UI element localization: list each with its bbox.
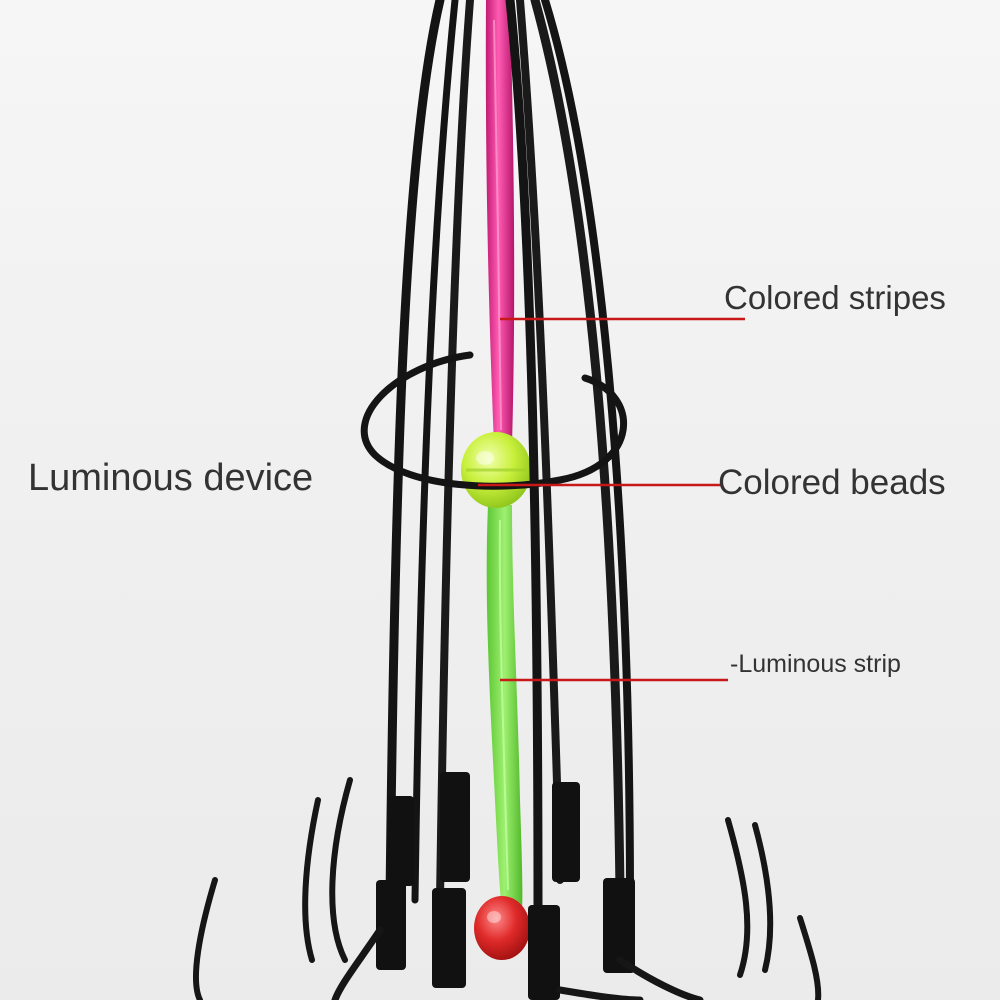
wire-arms-back [436, 0, 625, 904]
red-bead [474, 896, 530, 960]
luminous-strip [486, 505, 523, 910]
callout-lines [478, 317, 745, 682]
label-luminous-device: Luminous device [28, 457, 314, 499]
hook-sleeves [376, 772, 635, 1000]
label-luminous-strip: -Luminous strip [730, 650, 901, 678]
colored-bead [461, 432, 531, 508]
wire-ring [360, 351, 628, 490]
hooks [193, 777, 822, 1000]
label-colored-beads: Colored beads [718, 463, 946, 502]
label-colored-stripes: Colored stripes [724, 279, 946, 316]
colored-stripe [485, 0, 515, 445]
wire-arms-front [385, 0, 634, 915]
